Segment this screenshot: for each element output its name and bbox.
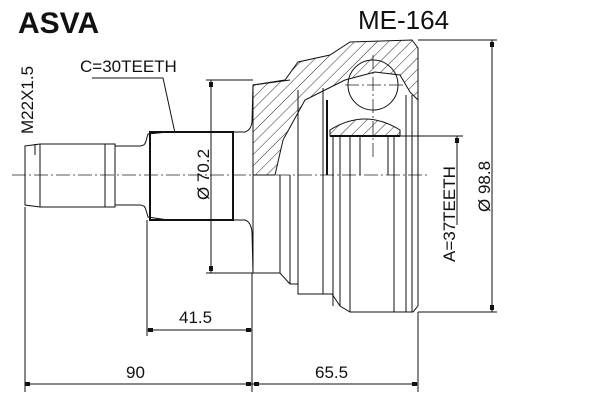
dimension-90: 90: [126, 363, 145, 382]
dimension-lines: [25, 40, 494, 386]
bell-housing: [252, 39, 419, 313]
inner-spline-label: A=37TEETH: [440, 166, 459, 262]
dimension-65-5: 65.5: [315, 363, 348, 382]
brand-logo: ASVA: [18, 7, 99, 40]
thread-label: M22X1.5: [18, 66, 37, 134]
stub-shaft: [24, 79, 291, 274]
extension-lines: [24, 39, 497, 392]
spline-leader-line: [92, 77, 176, 134]
outer-spline-label: C=30TEETH: [80, 57, 177, 76]
dimension-41-5: 41.5: [179, 308, 212, 327]
outer-diameter-label: Ø 98.8: [475, 161, 494, 212]
seal-diameter-label: Ø 70.2: [194, 149, 213, 200]
part-number: ME-164: [358, 5, 449, 35]
